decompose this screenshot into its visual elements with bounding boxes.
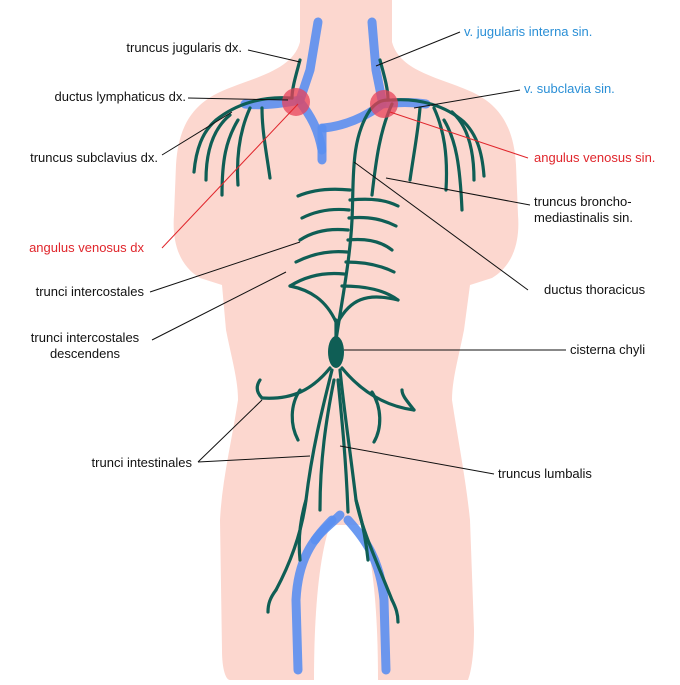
label-trunci-intercostales-descendens-line2: descendens	[49, 346, 121, 361]
label-ductus-lymphaticus-dx: ductus lymphaticus dx.	[54, 89, 186, 104]
cisterna-chyli-shape	[328, 336, 344, 368]
intercostal-5	[298, 227, 350, 242]
leader-lines	[149, 31, 566, 475]
left-arm-branch-4	[408, 106, 422, 182]
label-truncus-bronchomediastinalis-sin-line2: mediastinalis sin.	[534, 210, 633, 225]
left-arm-branch-1	[450, 110, 476, 182]
abdominal-branch-4	[400, 388, 416, 412]
label-trunci-intestinales: trunci intestinales	[91, 455, 192, 470]
intercostal-desc-sin	[336, 295, 400, 324]
label-truncus-subclavius-dx: truncus subclavius dx.	[30, 150, 158, 165]
right-arm-branch-3	[220, 118, 240, 197]
label-truncus-jugularis-dx: truncus jugularis dx.	[126, 40, 242, 55]
label-v-jugularis-interna-sin: v. jugularis interna sin.	[464, 24, 593, 39]
truncus-lumbalis-mid-1	[318, 378, 336, 512]
label-angulus-venosus-dx: angulus venosus dx	[29, 240, 144, 255]
vena-iliaca-dx	[291, 515, 337, 675]
leader-trunci-intercostales	[149, 241, 301, 293]
label-angulus-venosus-sin: angulus venosus sin.	[534, 150, 656, 165]
angulus-venosus-sin-marker	[370, 90, 398, 118]
leg-branch-4	[354, 498, 370, 562]
leader-angulus-venosus-sin	[389, 111, 529, 159]
vena-jugularis-dx	[295, 17, 323, 105]
intercostal-8	[344, 260, 396, 274]
leader-trunci-intestinales-b	[197, 455, 311, 463]
intercostal-1	[296, 187, 352, 198]
label-trunci-intercostales-descendens: trunci intercostales descendens	[20, 330, 150, 362]
abdominal-branch-2	[370, 390, 382, 444]
right-arm-branch-2	[235, 106, 252, 187]
leg-gap	[314, 525, 378, 680]
label-truncus-lumbalis: truncus lumbalis	[498, 466, 592, 481]
truncus-subclavius-dx-vessel	[192, 96, 292, 174]
label-cisterna-chyli: cisterna chyli	[570, 342, 646, 357]
intercostal-3	[300, 207, 351, 220]
left-arm-branch-2	[432, 106, 449, 192]
abdominal-branch-3	[255, 378, 264, 400]
intercostal-9	[288, 271, 346, 288]
intercostal-4	[347, 215, 398, 228]
leader-ductus-lymphaticus-dx	[187, 97, 289, 101]
left-arm-branch-3	[442, 118, 464, 212]
intercostal-2	[348, 197, 400, 208]
leader-truncus-bronchomediastinalis-sin	[385, 177, 531, 206]
label-truncus-bronchomediastinalis-sin-line1: truncus broncho-	[534, 194, 632, 209]
label-trunci-intercostales: trunci intercostales	[35, 284, 144, 299]
leader-angulus-venosus-dx	[161, 103, 299, 249]
leader-truncus-lumbalis	[339, 445, 495, 475]
truncus-lumbalis-mid-2	[336, 378, 350, 514]
right-arm-branch-1	[204, 113, 232, 182]
lymph-vessels	[192, 58, 486, 624]
leader-trunci-intestinales-a	[197, 399, 263, 463]
leader-ductus-thoracicus	[353, 161, 529, 291]
vena-jugularis-sin	[367, 17, 387, 105]
leader-truncus-jugularis-dx	[247, 49, 301, 63]
intercostal-6	[346, 237, 394, 252]
angulus-venosus-dx-marker	[282, 88, 310, 116]
label-truncus-bronchomediastinalis-sin: truncus broncho- mediastinalis sin.	[534, 194, 674, 226]
right-arm-branch-4	[260, 106, 272, 180]
intercostal-desc-dx	[288, 284, 338, 324]
abdominal-branch-1	[290, 388, 302, 442]
leader-trunci-intercostales-descendens	[151, 271, 287, 341]
leg-branch-3	[297, 498, 308, 562]
label-v-subclavia-sin: v. subclavia sin.	[524, 81, 615, 96]
intercostal-7	[294, 250, 349, 264]
leader-truncus-subclavius-dx	[161, 111, 233, 156]
left-subclavian-lymph	[390, 98, 486, 178]
label-trunci-intercostales-descendens-line1: trunci intercostales	[30, 330, 140, 345]
leg-branch-1	[266, 588, 278, 614]
label-ductus-thoracicus: ductus thoracicus	[544, 282, 646, 297]
body-silhouette	[173, 0, 519, 680]
leader-v-jugularis-interna-sin	[375, 31, 461, 67]
leader-v-subclavia-sin	[413, 89, 521, 109]
leg-branch-2	[390, 598, 400, 624]
